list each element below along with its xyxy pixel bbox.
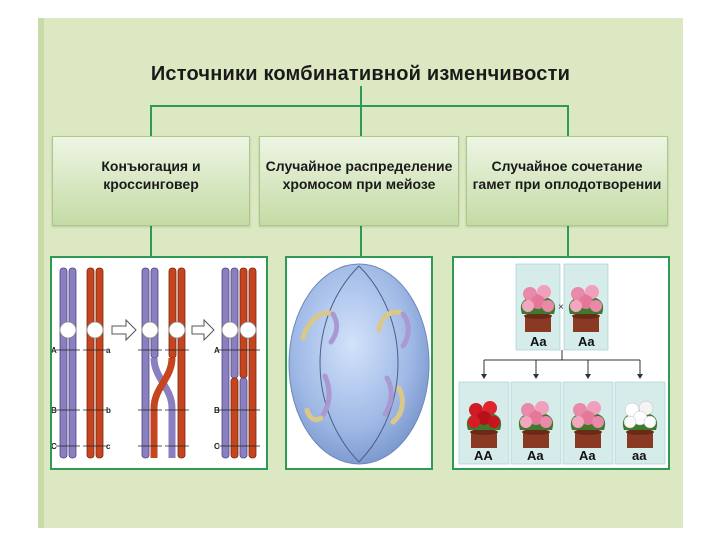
- fertilization-scheme: Aa × Aa AA: [454, 258, 668, 468]
- flower-pot-icon: [521, 285, 555, 332]
- gene-label-A: A: [52, 346, 57, 355]
- gene-label-B: B: [52, 406, 57, 415]
- flower-pot-icon: [467, 401, 501, 448]
- gene-label-c: c: [106, 442, 111, 451]
- box-random-fertilization-line2: гамет при оплодотворении: [473, 176, 662, 192]
- chromosome-maternal-straight: [178, 268, 185, 458]
- gene-label-C: C: [52, 442, 57, 451]
- arrow-head: [585, 374, 591, 379]
- flower-pot-icon: [623, 401, 657, 448]
- slide-stripe: [38, 18, 44, 528]
- centromere: [222, 322, 238, 338]
- flower-pot-icon: [519, 401, 553, 448]
- arrow-right-icon: [112, 320, 136, 340]
- offspring-genotype: Aa: [527, 448, 544, 463]
- chromosome-maternal-2: [96, 268, 103, 458]
- connector-left: [150, 105, 152, 136]
- chromosome-pair-initial: A a B b C c: [52, 268, 111, 458]
- chromosome-set-recombined: A B C: [214, 268, 260, 458]
- chromosome-paternal-top: [151, 268, 158, 358]
- parent-right-genotype: Aa: [578, 334, 595, 349]
- chromosome-maternal-1: [87, 268, 94, 458]
- centromere: [87, 322, 103, 338]
- flower-pot-icon: [571, 401, 605, 448]
- chromosome-pair-crossing: [138, 268, 189, 458]
- offspring-genotype: AA: [474, 448, 493, 463]
- gene-label-a: a: [106, 346, 111, 355]
- arrow-head: [481, 374, 487, 379]
- arrow-head: [637, 374, 643, 379]
- chromosome-paternal-1: [60, 268, 67, 458]
- box-random-fertilization-line1: Случайное сочетание: [491, 158, 642, 174]
- connector-right: [567, 105, 569, 136]
- cross-symbol: ×: [558, 302, 564, 313]
- parent-left-genotype: Aa: [530, 334, 547, 349]
- box-random-distribution: Случайное распределение хромосом при мейо…: [259, 136, 459, 226]
- connector-middle: [360, 105, 362, 136]
- connector-top-vertical: [360, 86, 362, 106]
- page-title: Источники комбинативной изменчивости: [38, 63, 683, 86]
- offspring-genotype: Aa: [579, 448, 596, 463]
- centromere: [60, 322, 76, 338]
- chromosome-maternal-top: [169, 268, 176, 358]
- offspring-genotype: aa: [632, 448, 647, 463]
- box-random-distribution-line2: хромосом при мейозе: [283, 176, 436, 192]
- panel-fertilization: Aa × Aa AA: [452, 256, 670, 470]
- arrow-right-icon: [192, 320, 214, 340]
- flower-pot-icon: [569, 285, 603, 332]
- chromosome-paternal-straight: [142, 268, 149, 458]
- centromere: [169, 322, 185, 338]
- box-random-distribution-line1: Случайное распределение: [266, 158, 453, 174]
- box-conjugation: Конъюгация и кроссинговер: [52, 136, 250, 226]
- gene-label-b: b: [106, 406, 111, 415]
- gene-label-C: C: [214, 442, 220, 451]
- box-conjugation-line2: кроссинговер: [103, 176, 199, 192]
- chromosome-maternal: [249, 268, 256, 458]
- meiosis-cell-illustration: [287, 258, 431, 468]
- chromosome-paternal: [222, 268, 229, 458]
- arrow-head: [533, 374, 539, 379]
- box-conjugation-line1: Конъюгация и: [101, 158, 200, 174]
- panel-crossing-over: A a B b C c: [50, 256, 268, 470]
- connector-panel-right: [567, 226, 569, 256]
- connector-panel-left: [150, 226, 152, 256]
- centromere: [240, 322, 256, 338]
- connector-panel-middle: [360, 226, 362, 256]
- crossing-over-illustration: A a B b C c: [52, 258, 266, 468]
- cell: [289, 264, 429, 464]
- centromere: [142, 322, 158, 338]
- panel-meiosis: [285, 256, 433, 470]
- gene-label-B: B: [214, 406, 220, 415]
- box-random-fertilization: Случайное сочетание гамет при оплодотворе…: [466, 136, 668, 226]
- chromosome-paternal-2: [69, 268, 76, 458]
- gene-label-A: A: [214, 346, 220, 355]
